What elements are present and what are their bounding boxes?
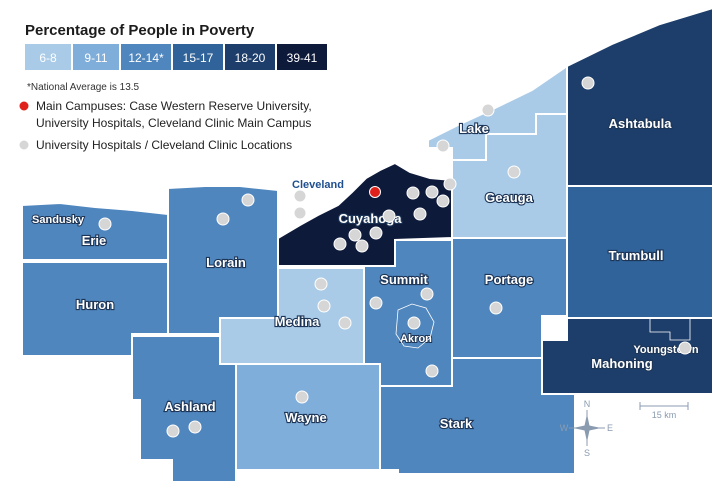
compass-e: E bbox=[607, 423, 613, 433]
location-marker[interactable] bbox=[216, 212, 230, 226]
label-ashland: Ashland bbox=[164, 399, 215, 414]
location-marker[interactable] bbox=[678, 341, 692, 355]
legend-location-icon bbox=[18, 139, 30, 151]
location-marker[interactable] bbox=[436, 194, 450, 208]
national-average-note: *National Average is 13.5 bbox=[27, 82, 140, 93]
legend-swatch-label-2: 9-11 bbox=[84, 51, 107, 65]
legend-swatch-4 bbox=[173, 44, 223, 70]
county-erie[interactable] bbox=[21, 201, 169, 261]
county-lorain[interactable] bbox=[167, 185, 279, 335]
legend-main-campus-line1: Main Campuses: Case Western Reserve Univ… bbox=[36, 99, 312, 113]
location-marker[interactable] bbox=[314, 277, 328, 291]
city-akron: Akron bbox=[400, 333, 432, 345]
location-marker[interactable] bbox=[333, 237, 347, 251]
legend-swatch-1 bbox=[25, 44, 71, 70]
location-marker[interactable] bbox=[481, 103, 495, 117]
label-portage: Portage bbox=[485, 272, 533, 287]
label-lorain: Lorain bbox=[206, 255, 246, 270]
location-marker[interactable] bbox=[166, 424, 180, 438]
location-marker[interactable] bbox=[241, 193, 255, 207]
label-summit: Summit bbox=[380, 272, 428, 287]
label-lake: Lake bbox=[459, 121, 489, 136]
county-ashtabula[interactable] bbox=[566, 6, 713, 187]
legend-swatch-3 bbox=[121, 44, 171, 70]
location-marker[interactable] bbox=[425, 364, 439, 378]
location-marker[interactable] bbox=[489, 301, 503, 315]
location-marker[interactable] bbox=[443, 177, 457, 191]
location-marker[interactable] bbox=[382, 209, 396, 223]
location-marker[interactable] bbox=[369, 296, 383, 310]
legend-swatch-label-5: 18-20 bbox=[235, 51, 266, 65]
compass-w: W bbox=[560, 423, 569, 433]
akron-outline bbox=[395, 303, 435, 349]
legend-swatch-label-3: 12-14* bbox=[128, 51, 164, 65]
location-marker[interactable] bbox=[355, 239, 369, 253]
scale-bar: 15 km bbox=[639, 402, 689, 420]
location-marker[interactable] bbox=[420, 287, 434, 301]
compass-rose: N S E W bbox=[560, 399, 613, 458]
legend-swatches: 6-8 9-11 12-14* 15-17 18-20 39-41 bbox=[25, 44, 327, 70]
label-trumbull: Trumbull bbox=[609, 248, 664, 263]
location-marker[interactable] bbox=[348, 228, 362, 242]
label-geauga: Geauga bbox=[485, 190, 533, 205]
legend: Percentage of People in Poverty 6-8 9-11 1… bbox=[18, 22, 327, 152]
legend-main-campus-icon bbox=[18, 100, 30, 112]
city-cleveland: Cleveland bbox=[292, 179, 344, 191]
county-wayne[interactable] bbox=[235, 363, 381, 471]
location-marker[interactable] bbox=[317, 299, 331, 313]
legend-locations-label: University Hospitals / Cleveland Clinic … bbox=[36, 138, 292, 152]
location-marker[interactable] bbox=[407, 316, 421, 330]
legend-swatch-label-1: 6-8 bbox=[39, 51, 57, 65]
label-erie: Erie bbox=[82, 233, 107, 248]
location-marker[interactable] bbox=[338, 316, 352, 330]
legend-main-campus-line2: University Hospitals, Cleveland Clinic M… bbox=[36, 116, 311, 130]
location-marker[interactable] bbox=[507, 165, 521, 179]
location-markers bbox=[98, 76, 692, 438]
location-marker[interactable] bbox=[293, 206, 307, 220]
city-sandusky: Sandusky bbox=[32, 214, 85, 226]
location-marker[interactable] bbox=[295, 390, 309, 404]
label-stark: Stark bbox=[440, 416, 473, 431]
label-ashtabula: Ashtabula bbox=[609, 116, 673, 131]
legend-swatch-label-6: 39-41 bbox=[287, 51, 318, 65]
legend-title: Percentage of People in Poverty bbox=[25, 22, 255, 39]
legend-swatch-5 bbox=[225, 44, 275, 70]
main-campus-marker[interactable] bbox=[369, 186, 381, 198]
location-marker[interactable] bbox=[293, 189, 307, 203]
location-marker[interactable] bbox=[413, 207, 427, 221]
label-huron: Huron bbox=[76, 297, 114, 312]
label-mahoning: Mahoning bbox=[591, 356, 652, 371]
compass-n: N bbox=[584, 399, 591, 409]
compass-s: S bbox=[584, 448, 590, 458]
location-marker[interactable] bbox=[98, 217, 112, 231]
legend-swatch-label-4: 15-17 bbox=[183, 51, 214, 65]
location-marker[interactable] bbox=[581, 76, 595, 90]
label-medina: Medina bbox=[275, 314, 321, 329]
legend-swatch-6 bbox=[277, 44, 327, 70]
location-marker[interactable] bbox=[369, 226, 383, 240]
county-ashland[interactable] bbox=[131, 335, 237, 483]
location-marker[interactable] bbox=[436, 139, 450, 153]
legend-swatch-2 bbox=[73, 44, 119, 70]
scale-label: 15 km bbox=[652, 410, 677, 420]
location-marker[interactable] bbox=[425, 185, 439, 199]
county-huron[interactable] bbox=[21, 261, 169, 357]
label-wayne: Wayne bbox=[285, 410, 326, 425]
location-marker[interactable] bbox=[188, 420, 202, 434]
location-marker[interactable] bbox=[406, 186, 420, 200]
youngstown-outline bbox=[649, 317, 691, 341]
